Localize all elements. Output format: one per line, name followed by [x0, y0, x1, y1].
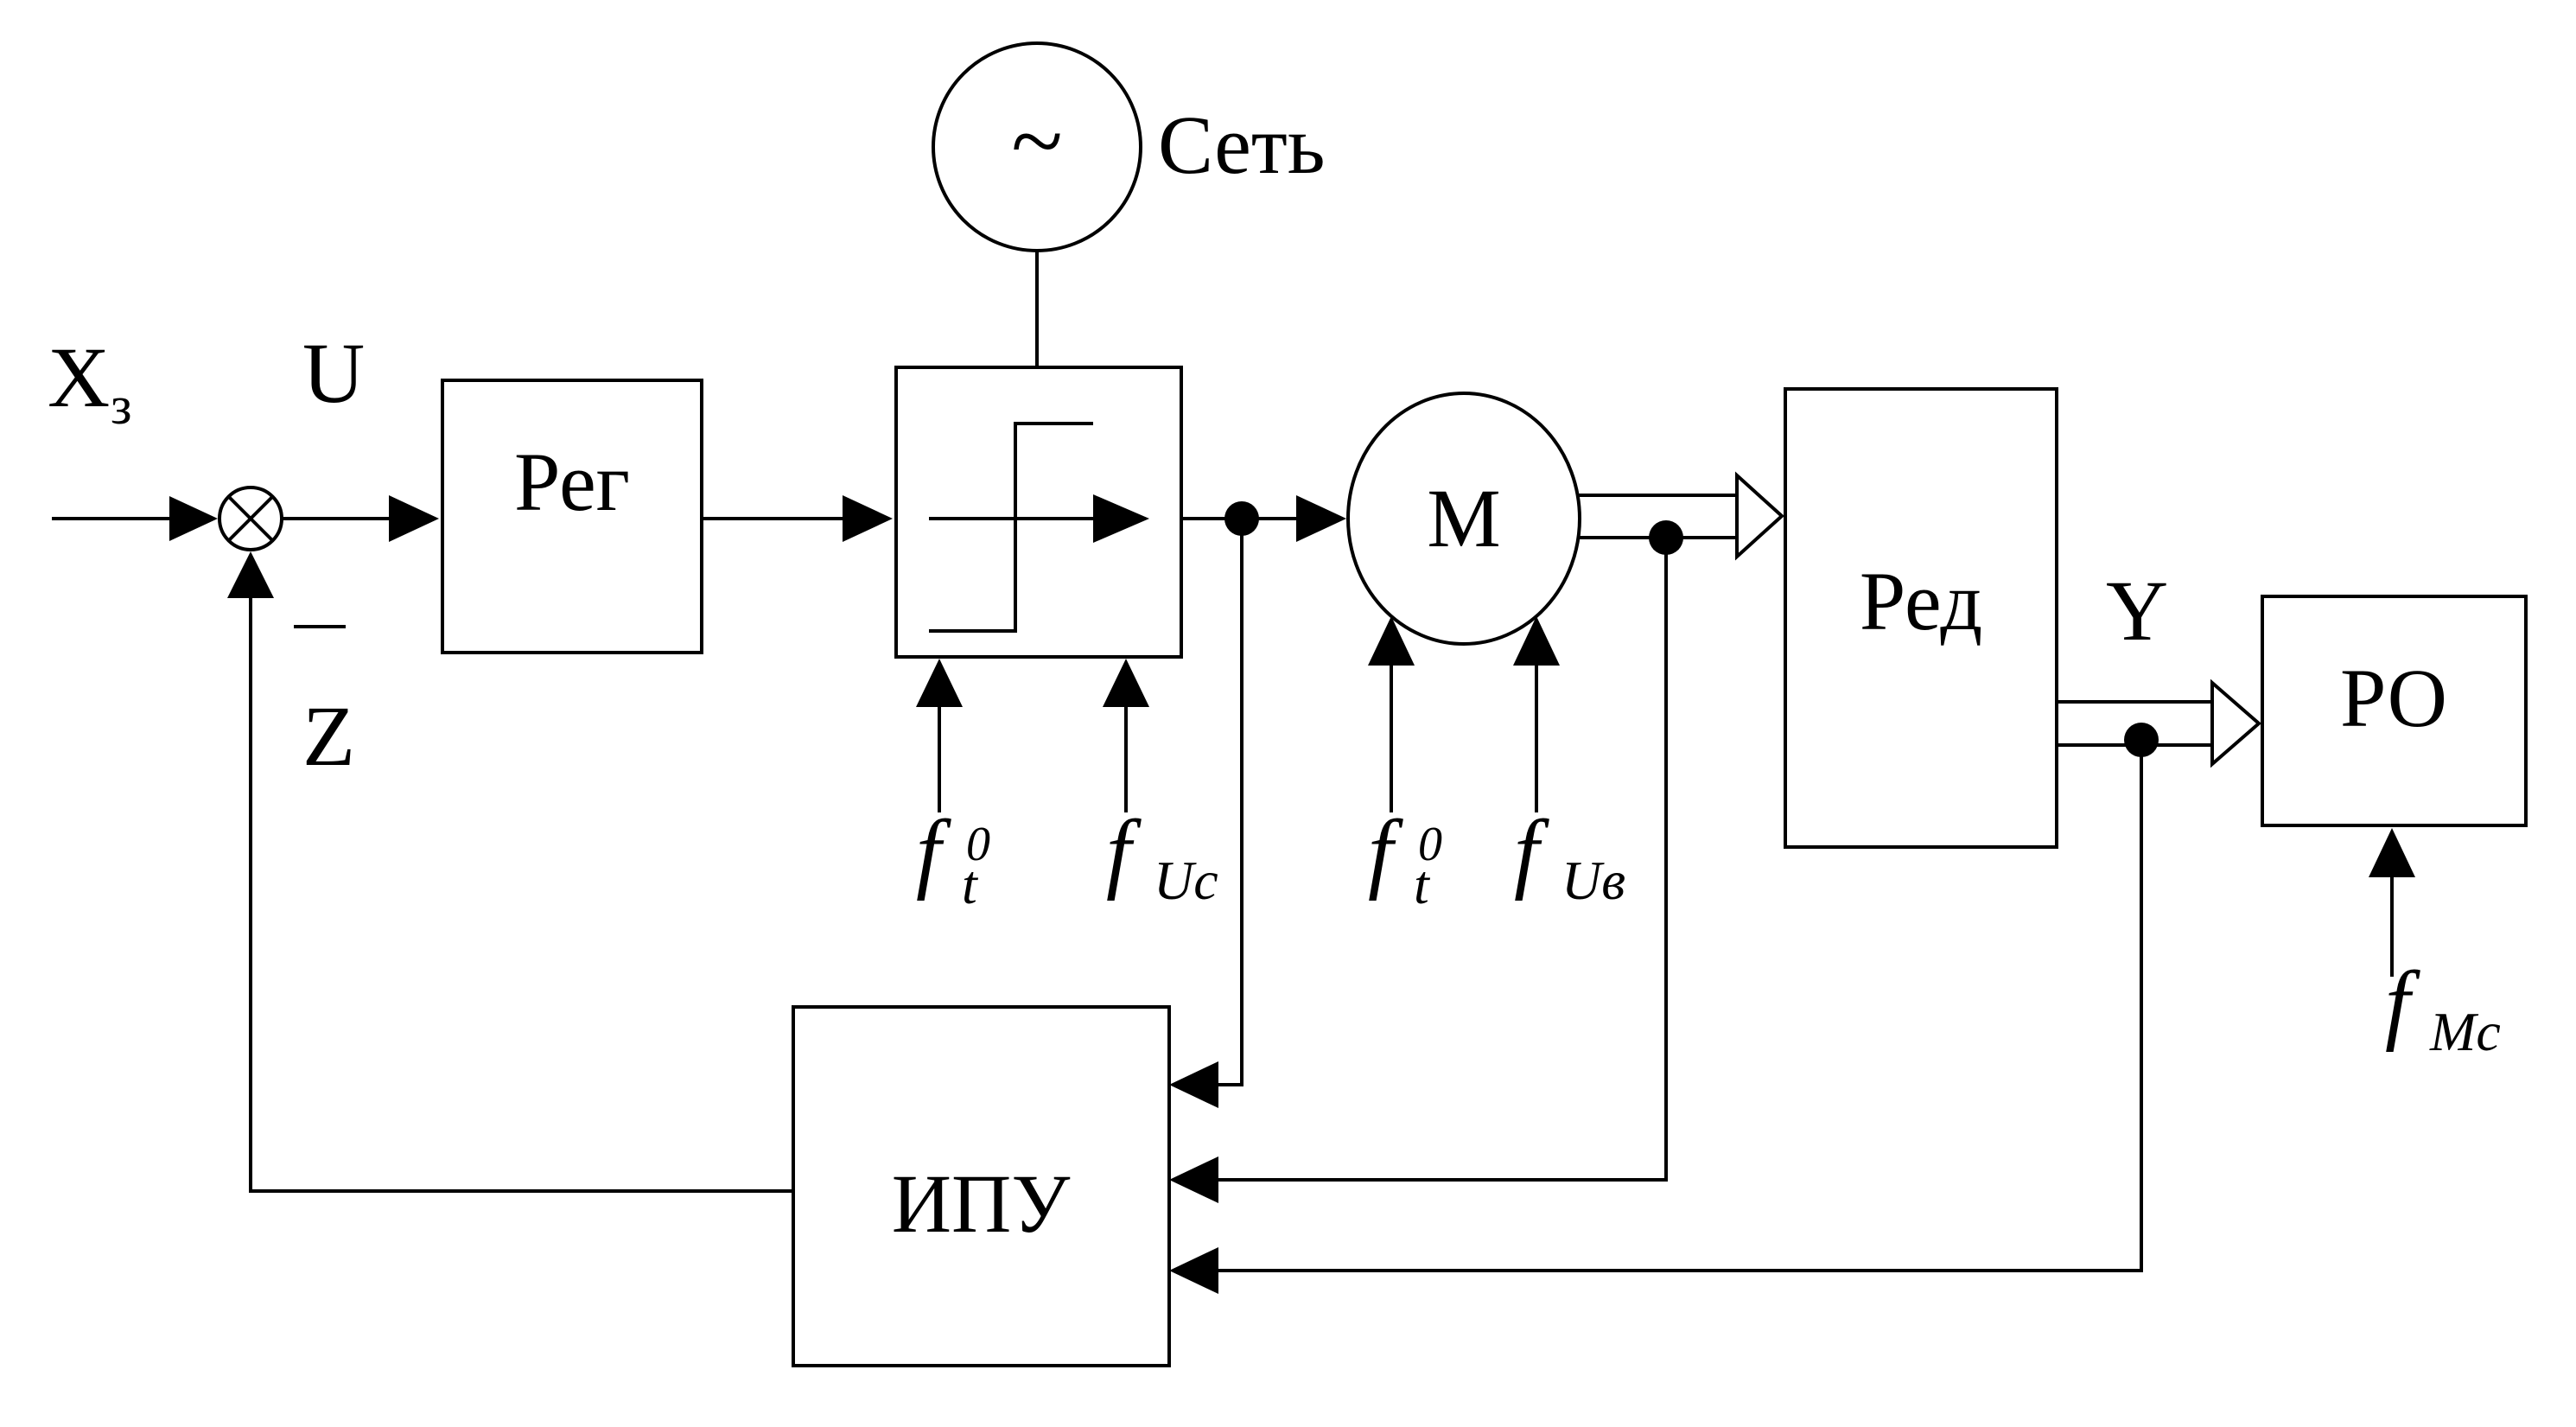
feedback-arrow-motor [1169, 1156, 1218, 1203]
summing-junction [218, 486, 283, 551]
dist-switch-voltage-arrow [1103, 659, 1149, 707]
dist-load-moment-main: f [2385, 953, 2420, 1053]
ro-rect [2261, 595, 2528, 827]
dist-motor-temp-sup: 0 [1418, 818, 1442, 871]
motor-label: M [1427, 472, 1500, 564]
feedback-z-line [249, 596, 793, 1193]
dist-switch-temp-sup: 0 [966, 818, 990, 871]
switch-rect [894, 366, 1183, 659]
feedback-arrow-reducer [1169, 1247, 1218, 1294]
motor-ellipse [1346, 392, 1581, 646]
reducer-label: Ред [1860, 555, 1982, 647]
feedback-line-reducer [1218, 740, 2143, 1272]
dist-motor-temp-sub: t [1414, 854, 1431, 915]
dist-motor-temp-main: f [1368, 802, 1403, 901]
relay-axis-arrow [1093, 494, 1149, 543]
dist-switch-voltage-sub: Uc [1154, 850, 1218, 911]
dist-switch-temp-arrow [916, 659, 963, 707]
dist-load-moment-arrow [2369, 828, 2415, 877]
dist-switch-voltage-main: f [1106, 802, 1142, 901]
error-arrow [389, 495, 439, 542]
output-label: Y [2106, 563, 2168, 659]
dist-motor-voltage-sub: Uв [1562, 850, 1625, 911]
measurement-converter-block: ИПУ [792, 1005, 1171, 1367]
working-organ-block: РО [2261, 595, 2528, 827]
switch-block [894, 366, 1183, 659]
setpoint-label: X [48, 329, 110, 425]
network-label: Сеть [1158, 99, 1326, 191]
dist-load-moment-sub: Mc [2429, 1001, 2501, 1062]
relay-characteristic [929, 422, 1093, 633]
feedback-label: Z [302, 688, 355, 784]
feedback-z-arrow [227, 551, 274, 598]
regulator-rect [441, 379, 703, 654]
setpoint-subscript: з [111, 377, 132, 436]
regulator-block: Рег [441, 379, 703, 654]
feedback-arrow-switch [1169, 1061, 1218, 1108]
reg-to-switch-arrow [843, 495, 893, 542]
feedback-line-motor [1218, 538, 1668, 1182]
switch-to-motor-arrow [1296, 495, 1346, 542]
ac-source: ~ [932, 41, 1142, 252]
motor-block: M [1346, 392, 1581, 646]
reducer-block: Ред [1784, 387, 2058, 849]
dist-motor-voltage-arrow [1513, 616, 1560, 666]
dist-switch-temp-sub: t [962, 854, 979, 915]
error-label: U [302, 325, 365, 421]
feedback-line-switch [1218, 519, 1243, 1086]
input-arrow [169, 496, 218, 541]
reducer-to-ro-double-arrow [2057, 678, 2262, 768]
ipu-label: ИПУ [892, 1157, 1071, 1250]
reducer-rect [1784, 387, 2058, 849]
dist-motor-temp-arrow [1368, 616, 1415, 666]
ac-source-symbol: ~ [1011, 88, 1063, 194]
dist-switch-temp-main: f [916, 802, 951, 901]
ro-label: РО [2340, 652, 2447, 744]
regulator-label: Рег [514, 436, 630, 528]
dist-motor-voltage-main: f [1514, 802, 1549, 901]
ipu-rect [792, 1005, 1171, 1367]
